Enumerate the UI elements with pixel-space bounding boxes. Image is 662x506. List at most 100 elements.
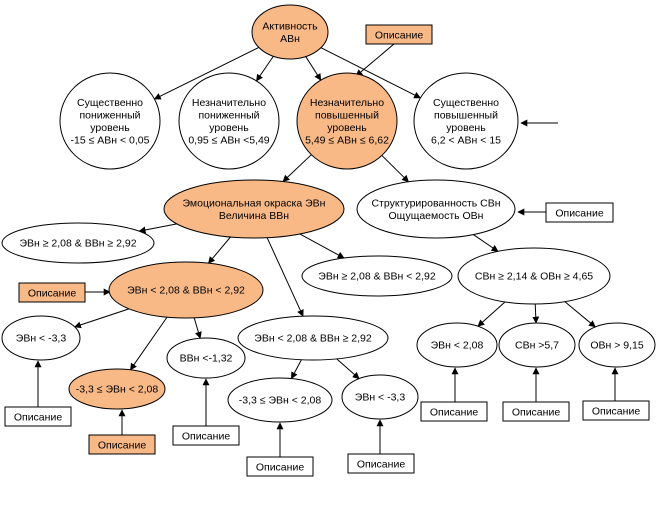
node-d1-label: -15 ≤ АВн < 0,05 — [71, 134, 150, 146]
desc-top-box[interactable]: Описание — [365, 24, 433, 45]
desc-e2a-box[interactable]: Описание — [4, 406, 72, 427]
desc-struct-label: Описание — [555, 208, 603, 220]
node-d3-label: уровень — [327, 122, 367, 134]
diagram-edges — [34, 43, 619, 457]
node-e2c-label: ВВн <-1,32 — [180, 353, 233, 365]
node-e4b: ЭВн < -3,3 — [341, 374, 419, 420]
node-e3: ЭВн ≥ 2,08 & ВВн < 2,92 — [301, 255, 453, 297]
node-d4-label: повышенный — [434, 109, 498, 121]
edge-e4-to-e4a — [290, 359, 302, 380]
edge-e2-to-e2a — [73, 308, 130, 329]
node-e4: ЭВн < 2,08 & ВВн ≥ 2,92 — [237, 315, 389, 361]
desc-s1b-label: Описание — [512, 407, 560, 419]
edge-emo-to-e3 — [299, 233, 345, 259]
node-d1-shape — [59, 72, 161, 170]
edge-e4-to-e4b — [336, 358, 360, 380]
desc-s1a-rect — [420, 401, 488, 422]
desc-e2-rect — [18, 282, 86, 303]
desc-e2c-box[interactable]: Описание — [172, 425, 240, 446]
node-e4-shape — [237, 315, 389, 361]
node-root-label: Активность — [262, 20, 318, 32]
desc-e4b-box[interactable]: Описание — [347, 453, 415, 474]
node-d2-label: 0,95 ≤ АВн <5,49 — [188, 134, 269, 146]
desc-top-rect — [365, 24, 433, 45]
node-s1a: ЭВн < 2,08 — [416, 322, 498, 368]
node-e2b-shape — [68, 368, 166, 410]
description-boxes: ОписаниеОписаниеОписаниеОписаниеОписание… — [4, 24, 650, 477]
desc-e4b-label: Описание — [357, 459, 405, 471]
desc-e4b-rect — [347, 453, 415, 474]
node-d3-shape — [296, 72, 398, 170]
node-e2b: -3,3 ≤ ЭВн < 2,08 — [68, 368, 166, 410]
desc-s1c-box[interactable]: Описание — [582, 400, 650, 421]
desc-s1c-rect — [582, 400, 650, 421]
node-d1-label: пониженный — [79, 109, 140, 121]
node-struct-shape — [356, 179, 516, 239]
node-d2-label: пониженный — [198, 109, 259, 121]
node-emo-shape — [163, 179, 345, 239]
node-e2: ЭВн < 2,08 & ВВн < 2,92 — [108, 261, 264, 319]
node-e4a: -3,3 ≤ ЭВн < 2,08 — [227, 377, 333, 423]
node-s1-label: СВн ≥ 2,14 & ОВн ≥ 4,65 — [475, 271, 593, 283]
node-s1b: СВн >5,7 — [498, 322, 576, 368]
edge-struct-to-s1 — [473, 234, 499, 252]
desc-top-label: Описание — [375, 30, 423, 42]
node-root-shape — [251, 4, 329, 60]
desc-e2b-box[interactable]: Описание — [88, 434, 156, 455]
node-d3-label: 5,49 ≤ АВн ≤ 6,62 — [305, 134, 389, 146]
desc-e2a-rect — [4, 406, 72, 427]
node-s1b-shape — [498, 322, 576, 368]
node-d4-label: уровень — [446, 122, 486, 134]
node-s1c-shape — [578, 322, 656, 368]
desc-e4a-label: Описание — [256, 462, 304, 474]
node-e2c-shape — [166, 337, 246, 379]
desc-struct-box[interactable]: Описание — [545, 202, 614, 223]
edge-emo-to-e1 — [138, 223, 177, 234]
node-e2c: ВВн <-1,32 — [166, 337, 246, 379]
node-e2a: ЭВн < -3,3 — [1, 315, 81, 361]
node-d4-label: Существенно — [433, 97, 499, 109]
desc-e2-label: Описание — [28, 288, 76, 300]
desc-s1a-box[interactable]: Описание — [420, 401, 488, 422]
node-d2-shape — [178, 72, 280, 170]
desc-e2b-rect — [88, 434, 156, 455]
node-e1-shape — [1, 222, 155, 264]
diagram-nodes: АктивностьАВнСущественнопониженныйуровен… — [1, 4, 656, 423]
node-d4-label: 6,2 < АВн < 15 — [431, 134, 501, 146]
node-root-label: АВн — [280, 33, 300, 45]
node-d1-label: уровень — [90, 122, 130, 134]
node-d3-label: Незначительно — [310, 97, 384, 109]
node-e2a-shape — [1, 315, 81, 361]
node-emo-label: Величина ВВн — [219, 210, 289, 222]
edge-root-to-d3 — [305, 56, 322, 81]
edge-e2-to-e2b — [129, 316, 168, 371]
desc-e4a-rect — [246, 456, 314, 477]
edge-root-to-d4 — [320, 47, 422, 99]
node-d4-shape — [413, 72, 519, 170]
edge-emo-to-e4 — [266, 237, 304, 317]
edge-s1-to-s1a — [477, 301, 506, 327]
desc-s1b-box[interactable]: Описание — [502, 401, 570, 422]
node-struct-label: Структурированность СВн — [371, 197, 500, 209]
desc-e4a-box[interactable]: Описание — [246, 456, 314, 477]
node-e4b-shape — [341, 374, 419, 420]
node-e4-label: ЭВн < 2,08 & ВВн ≥ 2,92 — [254, 333, 372, 345]
node-e3-label: ЭВн ≥ 2,08 & ВВн < 2,92 — [318, 271, 436, 283]
node-e4b-label: ЭВн < -3,3 — [355, 392, 406, 404]
node-e2-label: ЭВн < 2,08 & ВВн < 2,92 — [127, 285, 245, 297]
node-s1a-shape — [416, 322, 498, 368]
desc-e2c-rect — [172, 425, 240, 446]
edge-e2-to-e2c — [193, 317, 202, 339]
edge-root-to-d2 — [256, 55, 274, 82]
node-d3-label: повышенный — [315, 109, 379, 121]
desc-e2-box[interactable]: Описание — [18, 282, 86, 303]
desc-s1b-rect — [502, 401, 570, 422]
node-d2-label: Незначительно — [192, 97, 266, 109]
desc-s1c-label: Описание — [592, 406, 640, 418]
node-s1a-label: ЭВн < 2,08 — [431, 340, 484, 352]
